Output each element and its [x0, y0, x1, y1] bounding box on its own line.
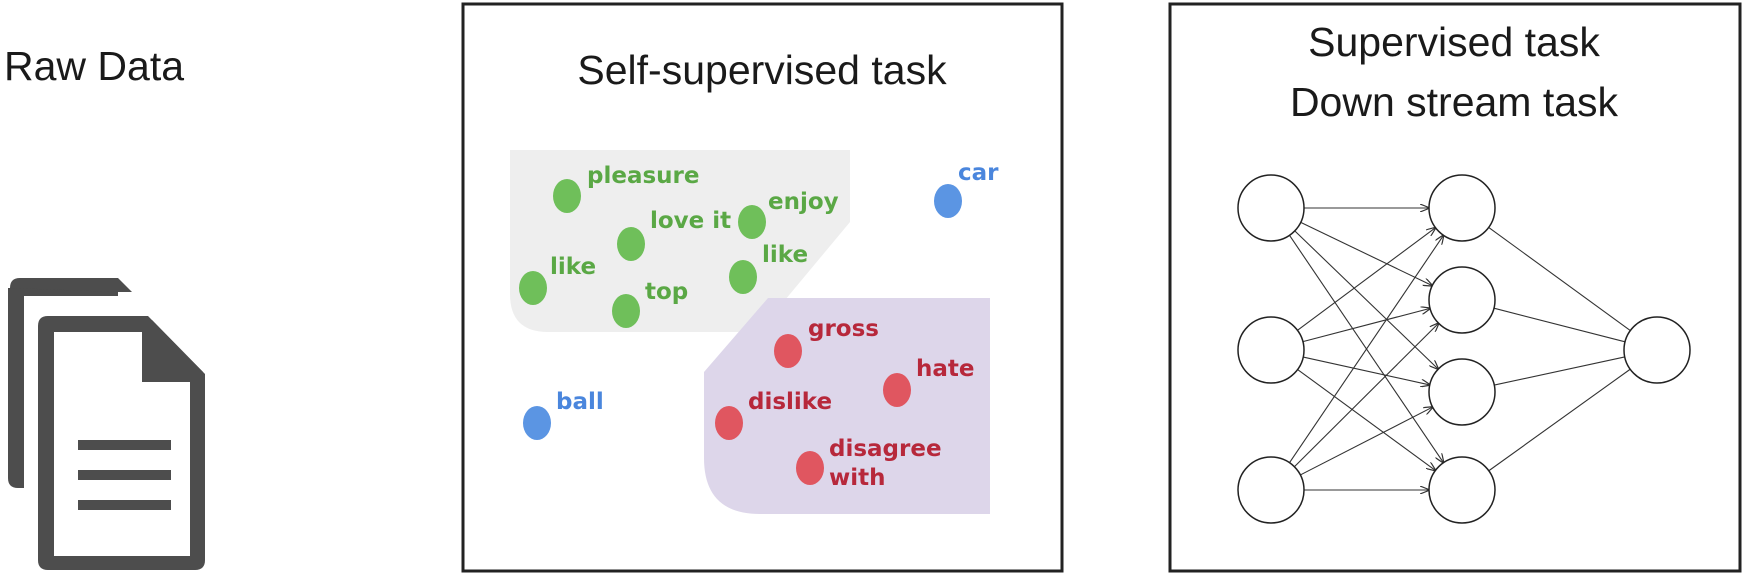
- word-label-10: with: [829, 465, 886, 491]
- word-point-3: [519, 271, 547, 305]
- word-point-4: [729, 260, 757, 294]
- word-label-6: gross: [808, 316, 879, 342]
- documents-icon: [8, 278, 205, 570]
- network-edge: [1300, 407, 1432, 476]
- network-node-l1-n2: [1428, 358, 1496, 426]
- word-label-11: car: [958, 160, 999, 186]
- network-edge: [1300, 221, 1433, 285]
- positive-cluster-region: [510, 150, 850, 332]
- network-edge: [1494, 356, 1625, 386]
- word-point-8: [715, 406, 743, 440]
- word-label-4: like: [762, 242, 808, 268]
- network-node-l2-n0: [1623, 316, 1691, 384]
- network-edge: [1294, 230, 1438, 369]
- word-point-0: [553, 179, 581, 213]
- network-edge: [1297, 228, 1435, 331]
- word-point-11: [934, 184, 962, 218]
- self-supervised-title: Self-supervised task: [577, 47, 947, 93]
- word-label-7: hate: [916, 356, 975, 382]
- network-edge: [1303, 356, 1430, 385]
- network-edge: [1289, 235, 1444, 463]
- neural-network: [1237, 174, 1691, 524]
- word-label-0: pleasure: [587, 163, 699, 189]
- word-point-7: [883, 373, 911, 407]
- word-label-5: top: [645, 279, 688, 305]
- word-point-5: [612, 294, 640, 328]
- network-edge: [1493, 307, 1626, 343]
- word-point-9: [796, 451, 824, 485]
- network-edge: [1302, 308, 1430, 343]
- network-node-l1-n0: [1428, 174, 1496, 242]
- network-node-l1-n3: [1428, 456, 1496, 524]
- network-node-l0-n0: [1237, 174, 1305, 242]
- network-node-l0-n1: [1237, 316, 1305, 384]
- network-node-l0-n2: [1237, 456, 1305, 524]
- network-edge: [1297, 369, 1436, 471]
- word-label-12: ball: [556, 389, 604, 415]
- word-label-1: love it: [650, 208, 731, 234]
- word-point-1: [617, 227, 645, 261]
- network-edge: [1488, 368, 1631, 472]
- word-label-2: enjoy: [768, 189, 839, 215]
- network-edge: [1294, 323, 1438, 468]
- network-edge: [1488, 226, 1631, 332]
- word-label-8: dislike: [748, 389, 832, 415]
- word-point-12: [523, 406, 551, 440]
- word-label-3: like: [550, 254, 596, 280]
- word-point-2: [738, 205, 766, 239]
- word-label-9: disagree: [829, 436, 942, 462]
- word-embedding-points: pleasure love it enjoy like like top gross hate…: [519, 160, 999, 491]
- network-node-l1-n1: [1428, 266, 1496, 334]
- word-point-6: [774, 334, 802, 368]
- supervised-title-line1: Supervised task: [1308, 19, 1600, 65]
- network-edges: [1289, 208, 1631, 490]
- supervised-title-line2: Down stream task: [1290, 79, 1619, 125]
- raw-data-label: Raw Data: [4, 43, 184, 89]
